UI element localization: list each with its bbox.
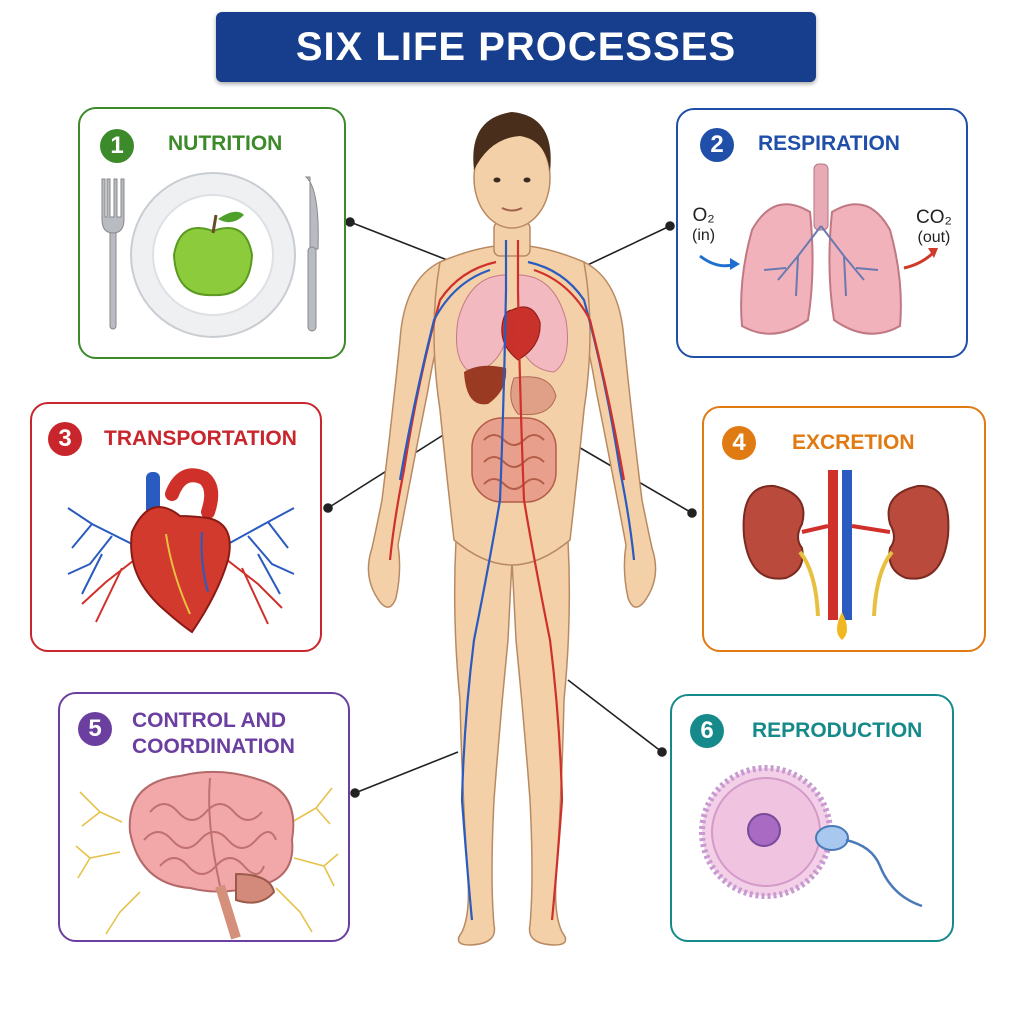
number-badge: 2: [700, 128, 734, 162]
plate-apple-fork-knife-icon: [101, 172, 319, 338]
card-excretion: 4 EXCRETION: [702, 406, 986, 652]
kidneys-icon: [742, 470, 950, 640]
connector-reproduction: [567, 679, 663, 753]
torso-liver: [464, 365, 507, 405]
number-badge: 6: [690, 714, 724, 748]
card-title: CONTROL AND COORDINATION: [132, 709, 295, 758]
card-title: NUTRITION: [168, 132, 283, 155]
card-respiration: 2 RESPIRATION O₂ (in) CO₂ (out): [676, 108, 968, 358]
card-title: TRANSPORTATION: [104, 427, 297, 450]
heart-vessels-icon: [67, 468, 295, 634]
number-badge: 3: [48, 422, 82, 456]
number-badge: 1: [100, 129, 134, 163]
left-leg: [453, 538, 513, 946]
title-banner: SIX LIFE PROCESSES: [216, 12, 816, 82]
brain-icon: [75, 770, 339, 940]
card-title: EXCRETION: [792, 431, 915, 454]
torso-intestines: [471, 417, 557, 503]
egg-sperm-icon: [699, 765, 923, 908]
number-badge: 5: [78, 712, 112, 746]
card-title: RESPIRATION: [758, 132, 900, 155]
hair: [473, 112, 551, 172]
card-reproduction: 6 REPRODUCTION: [670, 694, 954, 942]
right-leg: [511, 538, 571, 946]
card-title: REPRODUCTION: [752, 719, 923, 742]
co2-label: CO₂ (out): [916, 207, 952, 247]
card-nutrition: 1 NUTRITION: [78, 107, 346, 359]
card-transportation: 3 TRANSPORTATION: [30, 402, 322, 652]
o2-label: O₂ (in): [692, 205, 716, 245]
number-badge: 4: [722, 426, 756, 460]
connector-control: [354, 751, 459, 794]
torso-stomach: [510, 376, 557, 416]
torso: [433, 244, 591, 566]
card-control-coordination: 5 CONTROL AND COORDINATION: [58, 692, 350, 942]
torso-heart: [501, 306, 541, 361]
page-title: SIX LIFE PROCESSES: [295, 24, 737, 69]
lungs-icon: [699, 163, 938, 335]
